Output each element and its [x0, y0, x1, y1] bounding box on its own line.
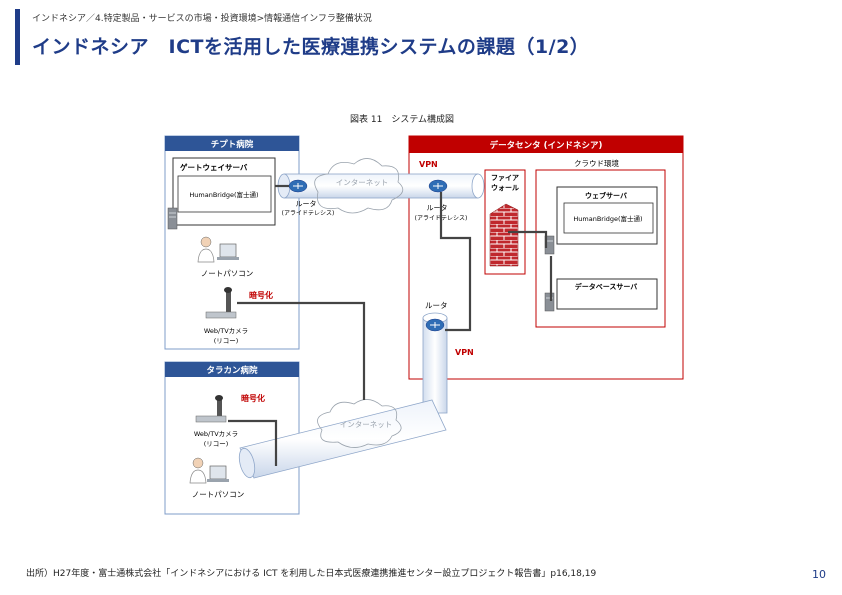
firewall-brick-icon — [489, 203, 519, 267]
web-server-label: ウェブサーバ — [585, 191, 627, 200]
doctor-laptop-icon — [197, 236, 239, 263]
cipto-hospital-title: チプト病院 — [211, 139, 254, 150]
router-left-maker: (アライドテレシス) — [282, 210, 335, 217]
cloud-environment-label: クラウド環境 — [574, 158, 619, 168]
internet-cloud-bottom — [317, 399, 402, 448]
gateway-server-label: ゲートウェイサーバ — [180, 162, 248, 172]
internet-cloud-top — [314, 158, 404, 214]
web-app-label: HumanBridge(富士通) — [573, 214, 642, 223]
page-number: 10 — [812, 568, 826, 581]
figure-title: 図表 11 システム構成図 — [350, 115, 455, 125]
server-tower-icon — [544, 292, 555, 312]
tarakan-hospital-title: タラカン病院 — [206, 365, 258, 376]
cipto-laptop-label: ノートパソコン — [201, 269, 254, 278]
database-server-label: データベースサーバ — [575, 282, 638, 291]
gateway-server-box: ゲートウェイサーバ HumanBridge(富士通) — [172, 157, 276, 226]
server-tower-icon — [167, 207, 178, 230]
vpn-tunnel-vertical — [422, 312, 448, 414]
tarakan-laptop-label: ノートパソコン — [192, 490, 245, 499]
datacenter-vpn-label: VPN — [419, 160, 438, 169]
database-server-box: データベースサーバ — [556, 278, 658, 310]
router-left-label: ルータ — [296, 199, 317, 208]
tarakan-camera-maker: (リコー) — [204, 440, 229, 448]
firewall-label-1: ファイア — [491, 174, 519, 182]
breadcrumb: インドネシア／4.特定製品・サービスの市場・投資環境>情報通信インフラ整備状況 — [32, 14, 372, 24]
internet-label-top: インターネット — [336, 178, 389, 187]
datacenter-vpn-label-bottom: VPN — [455, 348, 474, 357]
router-right-label: ルータ — [427, 203, 448, 212]
page-title: インドネシア ICTを活用した医療連携システムの課題（1/2） — [32, 36, 590, 58]
internet-label-bottom: インターネット — [340, 420, 393, 429]
webcam-icon — [195, 395, 227, 423]
link-router-datacenter — [439, 192, 472, 332]
source-footnote: 出所）H27年度・富士通株式会社「インドネシアにおける ICT を利用した日本式… — [26, 569, 597, 579]
datacenter-router-label: ルータ — [425, 301, 448, 310]
cipto-camera-label: Web/TVカメラ — [204, 327, 248, 335]
title-accent-bar — [15, 9, 20, 65]
vpn-tunnel-bottom — [238, 399, 447, 479]
network-links — [228, 184, 553, 466]
router-icon — [428, 179, 448, 193]
link-tarakan-camera — [228, 419, 278, 466]
cipto-encryption-label: 暗号化 — [249, 290, 273, 300]
firewall-label-2: ウォール — [491, 183, 519, 192]
gateway-app-label: HumanBridge(富士通) — [189, 190, 258, 199]
link-firewall-web — [508, 230, 548, 248]
doctor-laptop-icon — [189, 457, 229, 484]
cipto-camera-maker: (リコー) — [214, 337, 239, 345]
tarakan-encryption-label: 暗号化 — [241, 393, 265, 403]
web-server-box: ウェブサーバ HumanBridge(富士通) — [556, 186, 658, 245]
tarakan-camera-label: Web/TVカメラ — [194, 430, 238, 438]
router-icon — [288, 179, 308, 193]
link-cipto-camera — [237, 301, 366, 400]
router-icon — [425, 318, 445, 332]
datacenter-title: データセンタ (インドネシア) — [490, 140, 603, 151]
webcam-icon — [205, 287, 237, 319]
